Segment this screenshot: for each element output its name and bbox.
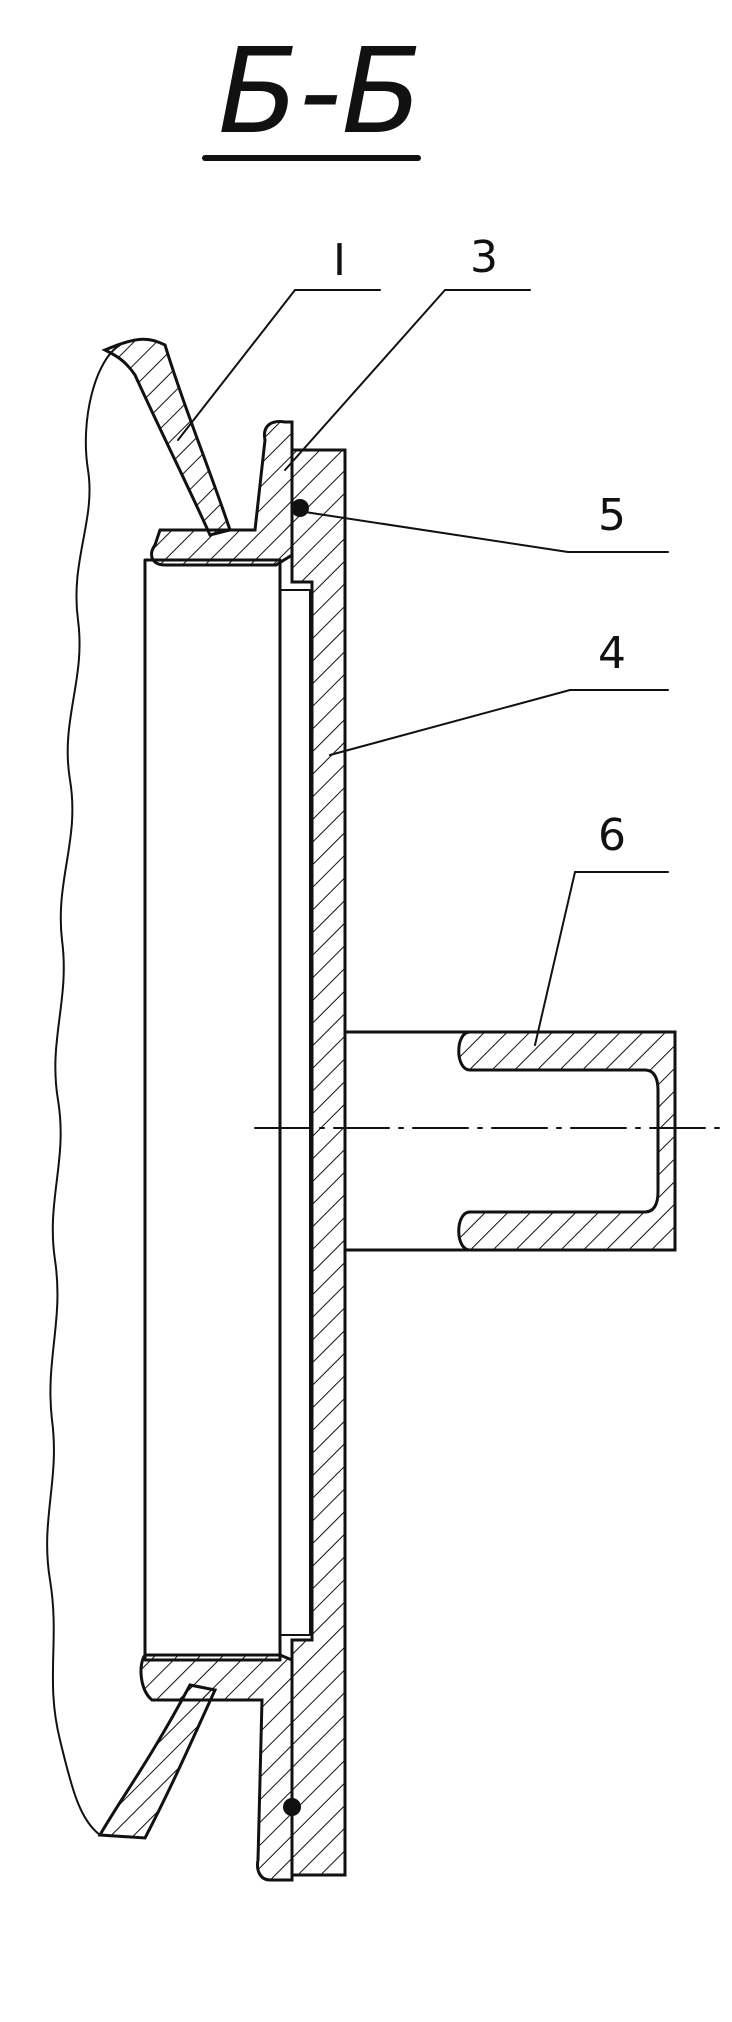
ring-inner-recess bbox=[279, 589, 311, 1636]
leader-part-3 bbox=[284, 289, 446, 471]
label-part-5: 5 bbox=[598, 490, 626, 541]
seal-ring-upper bbox=[291, 499, 309, 517]
ring-flange-upper bbox=[150, 420, 294, 567]
label-part-6: 6 bbox=[598, 810, 626, 861]
label-part-3: 3 bbox=[470, 232, 498, 283]
leader-part-5 bbox=[304, 511, 569, 553]
cover-plate bbox=[290, 448, 347, 1877]
leader-part-4 bbox=[329, 689, 571, 756]
leader-lines bbox=[177, 289, 669, 1046]
ring-flange-lower bbox=[139, 1653, 294, 1882]
shell-upper bbox=[101, 337, 232, 537]
handle-bracket bbox=[457, 1030, 677, 1252]
shell-lower bbox=[97, 1683, 218, 1840]
section-title: Б-Б bbox=[218, 22, 422, 160]
leader-part-1 bbox=[177, 289, 296, 441]
label-part-1: I bbox=[333, 235, 346, 286]
wall-break-outline bbox=[46, 344, 121, 1836]
seal-ring-lower bbox=[283, 1798, 301, 1816]
label-part-4: 4 bbox=[598, 628, 626, 679]
cylinder-body bbox=[143, 558, 282, 1662]
leader-part-6 bbox=[534, 871, 576, 1046]
